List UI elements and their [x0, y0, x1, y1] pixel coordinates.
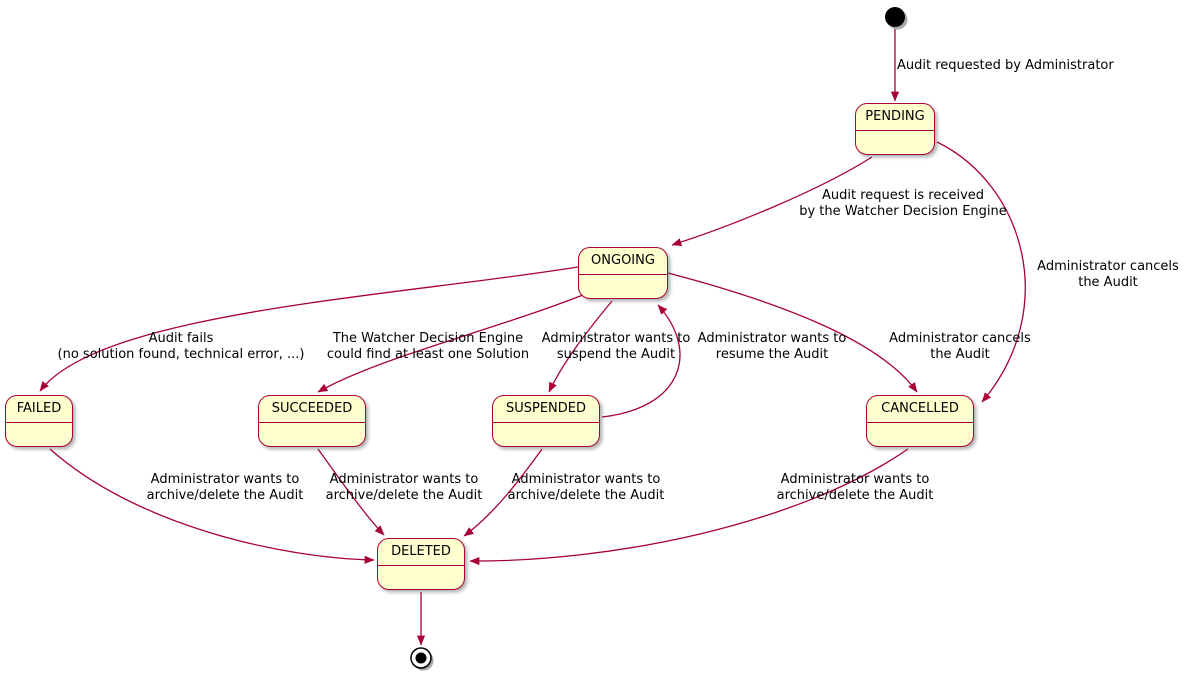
- state-succeeded-label: SUCCEEDED: [259, 396, 365, 423]
- state-deleted: DELETED: [377, 538, 465, 590]
- state-pending-label: PENDING: [856, 104, 934, 131]
- state-deleted-body: [378, 566, 464, 587]
- state-suspended-body: [493, 423, 599, 444]
- edge-failed-to-deleted: [49, 448, 375, 564]
- label-ongoing-to-failed: Audit fails (no solution found, technica…: [57, 331, 305, 362]
- edge-ongoing-to-suspended: [548, 300, 613, 393]
- edge-ongoing-to-failed: [39, 266, 579, 392]
- label-suspended-to-ongoing: Administrator wants to resume the Audit: [697, 331, 847, 362]
- state-cancelled: CANCELLED: [866, 395, 974, 447]
- state-pending: PENDING: [855, 103, 935, 155]
- state-failed: FAILED: [5, 395, 73, 447]
- final-state-dot: [415, 652, 427, 664]
- label-ongoing-to-cancelled: Administrator cancels the Audit: [889, 331, 1031, 362]
- edge-suspended-to-ongoing: [601, 304, 681, 418]
- state-cancelled-label: CANCELLED: [867, 396, 973, 423]
- label-ongoing-to-suspended: Administrator wants to suspend the Audit: [541, 331, 691, 362]
- state-suspended-label: SUSPENDED: [493, 396, 599, 423]
- label-cancelled-to-deleted: Administrator wants to archive/delete th…: [776, 472, 934, 503]
- state-failed-body: [6, 423, 72, 444]
- state-cancelled-body: [867, 423, 973, 444]
- label-suspended-to-deleted: Administrator wants to archive/delete th…: [507, 472, 665, 503]
- edge-succeeded-to-deleted: [317, 448, 385, 536]
- initial-state-dot: [885, 7, 905, 27]
- state-pending-body: [856, 131, 934, 152]
- state-deleted-label: DELETED: [378, 539, 464, 566]
- label-initial-to-pending: Audit requested by Administrator: [897, 58, 1114, 73]
- edge-ongoing-to-succeeded: [317, 292, 589, 393]
- state-ongoing: ONGOING: [578, 247, 668, 299]
- edge-pending-to-ongoing: [671, 156, 873, 247]
- label-ongoing-to-succeeded: The Watcher Decision Engine could find a…: [326, 331, 530, 362]
- label-pending-to-cancelled: Administrator cancels the Audit: [1037, 259, 1179, 290]
- state-suspended: SUSPENDED: [492, 395, 600, 447]
- state-ongoing-label: ONGOING: [579, 248, 667, 275]
- state-ongoing-body: [579, 275, 667, 296]
- state-succeeded-body: [259, 423, 365, 444]
- edge-cancelled-to-deleted: [469, 448, 909, 566]
- edge-pending-to-cancelled: [936, 141, 1026, 403]
- label-failed-to-deleted: Administrator wants to archive/delete th…: [146, 472, 304, 503]
- state-succeeded: SUCCEEDED: [258, 395, 366, 447]
- edge-ongoing-to-cancelled: [667, 272, 918, 393]
- edge-suspended-to-deleted: [463, 448, 543, 537]
- label-succeeded-to-deleted: Administrator wants to archive/delete th…: [325, 472, 483, 503]
- label-pending-to-ongoing: Audit request is received by the Watcher…: [799, 188, 1007, 219]
- state-failed-label: FAILED: [6, 396, 72, 423]
